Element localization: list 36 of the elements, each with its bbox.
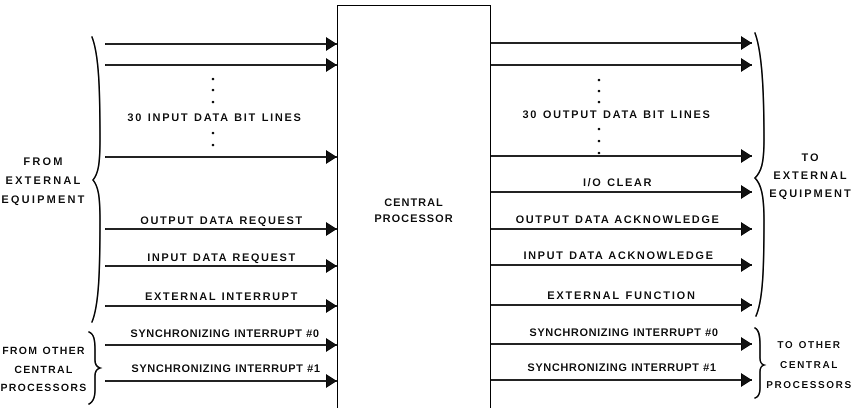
signal-label: SYNCHRONIZING INTERRUPT #0 [130, 328, 320, 340]
arrow [491, 298, 752, 312]
arrow [491, 337, 752, 351]
arrow [491, 222, 752, 236]
arrow [491, 36, 752, 50]
bus-label: 30 INPUT DATA BIT LINES [127, 112, 303, 124]
arrow [105, 299, 337, 313]
arrow [105, 58, 337, 72]
signal-label: INPUT DATA ACKNOWLEDGE [523, 250, 715, 262]
arrow [491, 258, 752, 272]
group-label: FROM OTHER CENTRAL PROCESSORS [0, 344, 88, 396]
signal-label: OUTPUT DATA ACKNOWLEDGE [516, 214, 720, 226]
signal-label: SYNCHRONIZING INTERRUPT #1 [131, 363, 321, 375]
box-label: CENTRAL PROCESSOR [373, 196, 455, 226]
group-label: TO OTHER CENTRAL PROCESSORS [765, 339, 854, 393]
group-label: TO EXTERNAL EQUIPMENT [768, 151, 854, 202]
arrow [491, 149, 752, 163]
bus-label: 30 OUTPUT DATA BIT LINES [522, 109, 712, 121]
arrow [105, 374, 337, 388]
arrow [105, 338, 337, 352]
arrow [491, 185, 752, 199]
signal-label: SYNCHRONIZING INTERRUPT #1 [527, 362, 717, 374]
signal-label: EXTERNAL INTERRUPT [145, 291, 299, 303]
arrow [491, 58, 752, 72]
signal-label: INPUT DATA REQUEST [147, 252, 297, 264]
group-label: FROM EXTERNAL EQUIPMENT [0, 155, 88, 208]
arrow [105, 222, 337, 236]
arrow [491, 373, 752, 387]
arrow [105, 259, 337, 273]
arrow [105, 37, 337, 51]
signal-label: EXTERNAL FUNCTION [547, 290, 697, 302]
arrow [105, 150, 337, 164]
signal-label: SYNCHRONIZING INTERRUPT #0 [529, 327, 719, 339]
signal-label: OUTPUT DATA REQUEST [140, 215, 304, 227]
signal-label: I/O CLEAR [583, 177, 653, 189]
processor-box [337, 5, 491, 408]
